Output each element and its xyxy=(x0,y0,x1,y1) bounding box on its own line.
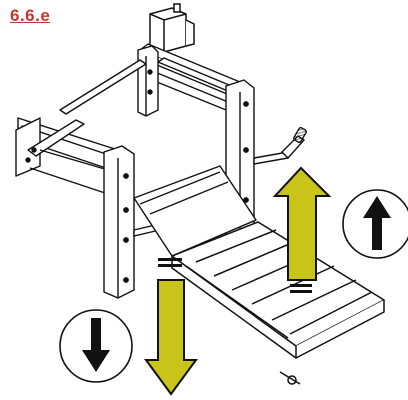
lift-up-arrow xyxy=(272,166,332,293)
left-front-post xyxy=(103,145,135,299)
left-rear-post xyxy=(137,45,159,117)
rear-frame xyxy=(139,43,247,115)
roll-stop-flap xyxy=(133,165,257,257)
figure-label: 6.6.e xyxy=(10,6,51,25)
right-lever-handle xyxy=(253,126,307,165)
up-arrow-icon xyxy=(342,189,408,259)
motor-housing xyxy=(149,3,195,53)
down-arrow-icon xyxy=(59,309,133,383)
lift-down-arrow xyxy=(144,258,198,396)
left-base-frame xyxy=(15,59,147,195)
